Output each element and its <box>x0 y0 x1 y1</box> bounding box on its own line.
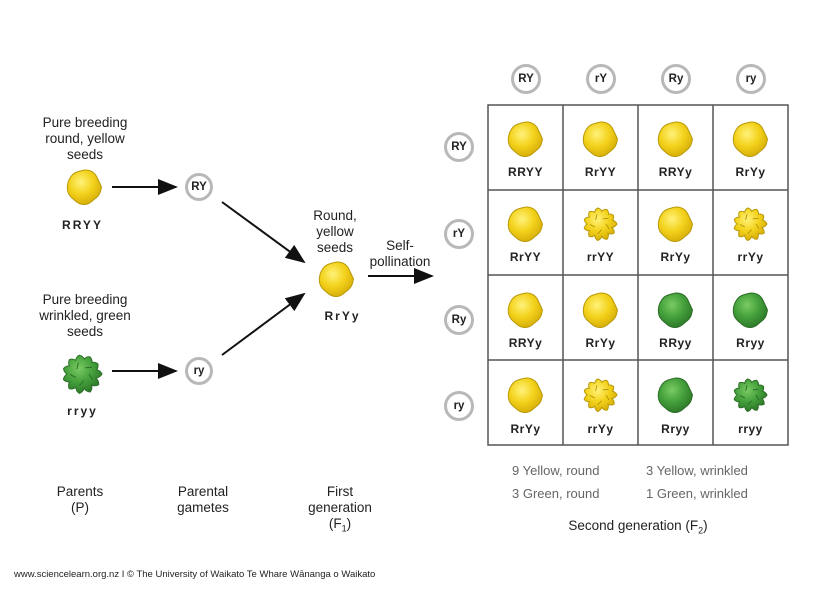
cell-seed-round-green <box>657 377 694 414</box>
summary-green-wrinkled: 1 Green, wrinkled <box>646 486 748 501</box>
arrow-gamete2-to-f1 <box>221 292 306 356</box>
cell-seed-round-yellow <box>657 121 694 158</box>
cell-genotype: rrYy <box>737 250 764 264</box>
punnett-top-gamete: RY <box>511 64 541 94</box>
summary-yellow-wrinkled: 3 Yellow, wrinkled <box>646 463 748 478</box>
cell-seed-wrinkled-yellow <box>583 207 618 242</box>
parent1-label: Pure breeding round, yellow seeds <box>42 115 128 162</box>
label-first-generation: First generation (F1) <box>308 484 372 534</box>
cell-genotype: RrYY <box>584 165 617 179</box>
parent2-label: Pure breeding wrinkled, green seeds <box>39 292 131 339</box>
cell-seed-wrinkled-green <box>733 378 768 413</box>
parent1-genotype: RRYY <box>62 218 103 232</box>
credit-footer: www.sciencelearn.org.nz I © The Universi… <box>14 569 376 580</box>
cell-seed-round-yellow <box>582 292 619 329</box>
label-parental-gametes: Parental gametes <box>177 484 229 515</box>
gamete-parent1: RY <box>185 173 213 201</box>
punnett-top-gamete: ry <box>736 64 766 94</box>
cell-seed-round-yellow <box>507 121 544 158</box>
cell-seed-wrinkled-yellow-wrinkle <box>589 223 596 228</box>
label-parents: Parents (P) <box>56 484 104 515</box>
cell-genotype: RrYY <box>509 250 542 264</box>
summary-green-round: 3 Green, round <box>512 486 600 501</box>
cell-genotype: RrYy <box>510 422 541 436</box>
cell-seed-round-green <box>732 292 769 329</box>
punnett-side-gamete: rY <box>444 219 474 249</box>
cell-genotype: Rryy <box>661 422 690 436</box>
arrow-gamete1-to-f1 <box>221 201 306 264</box>
cell-genotype: RRyy <box>659 336 692 350</box>
summary-yellow-round: 9 Yellow, round <box>512 463 600 478</box>
parent-wrinkled-green-seed-wrinkle <box>69 374 77 379</box>
cell-seed-wrinkled-yellow-wrinkle <box>595 385 598 392</box>
cell-seed-round-yellow <box>657 206 694 243</box>
punnett-top-gamete: Ry <box>661 64 691 94</box>
punnett-side-gamete: ry <box>444 391 474 421</box>
punnett-side-gamete: RY <box>444 132 474 162</box>
cell-seed-round-yellow <box>507 292 544 329</box>
parent-wrinkled-green-seed <box>62 354 103 394</box>
cell-seed-round-yellow <box>507 206 544 243</box>
cell-seed-wrinkled-green-wrinkle <box>747 400 752 406</box>
self-pollination-label: Self- pollination <box>369 238 431 269</box>
parent-wrinkled-green-seed-wrinkle <box>78 380 85 387</box>
f1-genotype: RrYy <box>324 309 361 323</box>
cell-seed-round-yellow <box>582 121 619 158</box>
cell-seed-wrinkled-yellow-wrinkle <box>605 223 610 230</box>
cell-genotype: RrYy <box>585 336 616 350</box>
cell-seed-round-yellow <box>732 121 769 158</box>
cell-seed-wrinkled-green-wrinkle <box>745 385 748 392</box>
cell-genotype: rryy <box>738 422 763 436</box>
f1-label: Round, yellow seeds <box>313 208 357 255</box>
cell-genotype: rrYY <box>586 250 615 264</box>
gamete-parent2: ry <box>185 357 213 385</box>
cell-seed-round-yellow <box>507 377 544 414</box>
cell-seed-wrinkled-yellow <box>733 207 768 242</box>
cell-seed-wrinkled-yellow-wrinkle <box>589 394 596 399</box>
cell-genotype: RRYy <box>658 165 693 179</box>
cell-seed-wrinkled-yellow-wrinkle <box>597 229 602 235</box>
cell-seed-wrinkled-yellow-wrinkle <box>745 214 748 221</box>
parent-wrinkled-green-seed-wrinkle <box>76 362 79 370</box>
cell-genotype: Rryy <box>736 336 765 350</box>
cell-seed-wrinkled-green-wrinkle <box>739 394 746 399</box>
parent-round-yellow-seed <box>66 169 103 206</box>
cell-seed-wrinkled-yellow-wrinkle <box>597 400 602 406</box>
cell-seed-wrinkled-yellow-wrinkle <box>739 223 746 228</box>
parent-wrinkled-green-seed-wrinkle <box>88 373 93 381</box>
f1-round-yellow-seed <box>318 261 355 298</box>
cell-seed-wrinkled-green-wrinkle <box>755 394 760 401</box>
cell-seed-round-green <box>657 292 694 329</box>
punnett-side-gamete: Ry <box>444 305 474 335</box>
cell-genotype: RrYy <box>735 165 766 179</box>
cell-genotype: RrYy <box>660 250 691 264</box>
cell-seed-wrinkled-yellow-wrinkle <box>605 394 610 401</box>
parent2-genotype: rryy <box>67 404 98 418</box>
label-second-generation: Second generation (F2) <box>568 518 708 536</box>
cell-genotype: rrYy <box>587 422 614 436</box>
punnett-top-gamete: rY <box>586 64 616 94</box>
cell-seed-wrinkled-yellow <box>583 378 618 413</box>
cell-genotype: RRYY <box>508 165 543 179</box>
cell-genotype: RRYy <box>508 336 543 350</box>
cell-seed-wrinkled-yellow-wrinkle <box>747 229 752 235</box>
cell-seed-wrinkled-yellow-wrinkle <box>595 214 598 221</box>
cell-seed-wrinkled-yellow-wrinkle <box>755 223 760 230</box>
